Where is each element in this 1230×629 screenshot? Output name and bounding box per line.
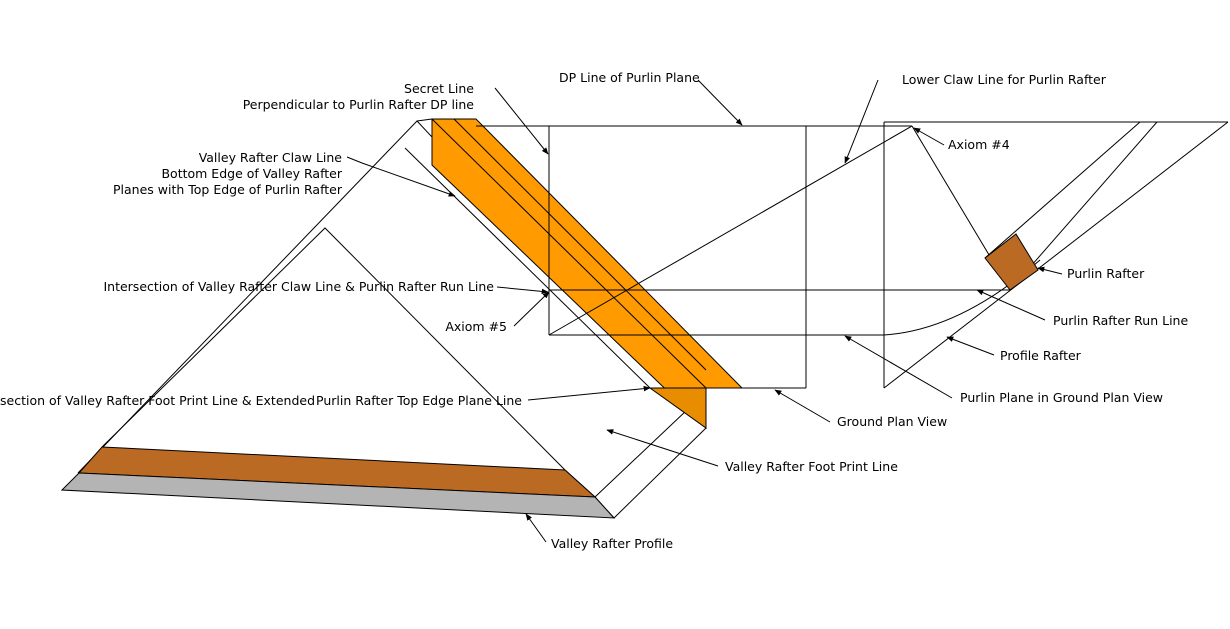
leader-lines bbox=[346, 79, 1063, 543]
valley-rafter bbox=[431, 118, 744, 430]
label-axiom5: Axiom #5 bbox=[445, 319, 507, 334]
valley-rafter-profile-base bbox=[60, 472, 616, 519]
label-valley-profile: Valley Rafter Profile bbox=[551, 536, 673, 551]
label-dp-line: DP Line of Purlin Plane bbox=[559, 70, 700, 85]
label-profile-rafter: Profile Rafter bbox=[1000, 348, 1082, 363]
labels: Secret Line Perpendicular to Purlin Raft… bbox=[0, 70, 1188, 551]
ground-plan-view bbox=[476, 125, 1010, 389]
label-purlin-run-line: Purlin Rafter Run Line bbox=[1053, 313, 1188, 328]
profile-rafter-area bbox=[883, 121, 1229, 389]
purlin-rafter-shape bbox=[984, 233, 1039, 291]
label-lower-claw: Lower Claw Line for Purlin Rafter bbox=[902, 72, 1107, 87]
label-axiom4: Axiom #4 bbox=[948, 137, 1010, 152]
label-secret-line: Secret Line bbox=[404, 81, 474, 96]
label-valley-claw-bottom: Bottom Edge of Valley Rafter bbox=[161, 166, 342, 181]
label-valley-footprint: Valley Rafter Foot Print Line bbox=[725, 459, 898, 474]
label-top-edge-plane: Purlin Rafter Top Edge Plane Line bbox=[316, 393, 522, 408]
label-valley-claw: Valley Rafter Claw Line bbox=[199, 150, 343, 165]
label-purlin-rafter: Purlin Rafter bbox=[1067, 266, 1145, 281]
label-purlin-plane-ground: Purlin Plane in Ground Plan View bbox=[960, 390, 1163, 405]
label-secret-line-desc: Perpendicular to Purlin Rafter DP line bbox=[243, 97, 475, 112]
label-ground-plan: Ground Plan View bbox=[837, 414, 947, 429]
label-intersection-footprint: Intersection of Valley Rafter Foot Print… bbox=[0, 393, 315, 408]
label-intersection-claw-run: Intersection of Valley Rafter Claw Line … bbox=[103, 279, 494, 294]
label-valley-claw-planes: Planes with Top Edge of Purlin Rafter bbox=[113, 182, 343, 197]
